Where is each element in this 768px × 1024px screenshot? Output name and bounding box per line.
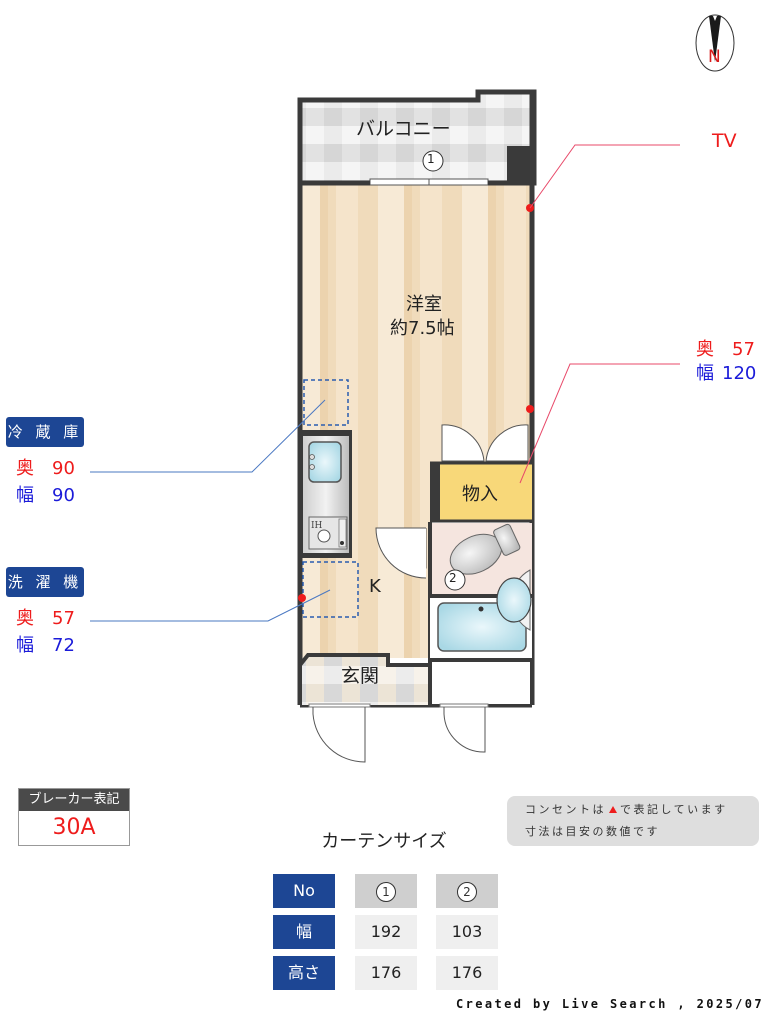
depth-value: 57 (52, 608, 75, 629)
entrance-label: 玄関 (341, 665, 380, 687)
width-label: 幅 (16, 485, 34, 506)
breaker-value: 30A (19, 811, 129, 845)
note-line1-after: で表記しています (620, 803, 728, 816)
column-1-no: 1 (355, 874, 417, 908)
depth-value: 57 (732, 339, 755, 360)
compass-north-label: N (708, 47, 721, 67)
curtain-title: カーテンサイズ (321, 831, 447, 852)
storage-closet (430, 424, 532, 523)
breaker-box: ブレーカー表記 30A (18, 788, 130, 846)
window-marker-2 (444, 569, 466, 591)
depth-label: 奥 (16, 608, 34, 629)
width-label: 幅 (696, 363, 714, 384)
storage-dimensions: 奥 57 幅 120 (696, 338, 756, 386)
storage-leader-line (519, 363, 680, 484)
bathroom (430, 569, 532, 660)
washer-leader-line (90, 589, 331, 622)
window-marker-2-label: 2 (449, 571, 457, 585)
outlet-icon (526, 405, 534, 413)
entrance (298, 653, 532, 705)
ih-stove-label: IH (311, 521, 323, 531)
western-room (300, 183, 532, 658)
washer-space (302, 561, 359, 618)
kitchen-counter (300, 430, 352, 558)
note-line1-before: コンセントは (525, 803, 606, 816)
depth-label: 奥 (16, 458, 34, 479)
column-2-width: 103 (436, 915, 498, 949)
depth-label: 奥 (696, 339, 714, 360)
washer-dimensions: 奥 57 幅 72 (16, 607, 75, 658)
header-height: 高さ (273, 956, 335, 990)
width-value: 72 (52, 635, 75, 656)
storage-label: 物入 (462, 484, 498, 505)
floor-plan: IH (90, 89, 680, 763)
front-doors (308, 702, 489, 763)
western-room-size: 約7.5帖 (390, 318, 455, 339)
refrigerator-dimensions: 奥 90 幅 90 (16, 457, 75, 508)
refrigerator-space (303, 379, 349, 426)
window-marker-1-label: 1 (427, 152, 435, 166)
column-1-height: 176 (355, 956, 417, 990)
fridge-leader-line (90, 399, 326, 473)
header-no: No (273, 874, 335, 908)
column-2-height: 176 (436, 956, 498, 990)
outlet-icon (298, 594, 306, 602)
washer-title: 洗 濯 機 (6, 567, 84, 597)
outlet-marker-icon (609, 806, 617, 813)
depth-value: 90 (52, 458, 75, 479)
column-2-no: 2 (436, 874, 498, 908)
western-room-name: 洋室 (406, 294, 442, 315)
kitchen-label: K (369, 576, 381, 597)
credit-text: Created by Live Search , 2025/07 (456, 997, 764, 1011)
north-compass: N (695, 14, 735, 72)
breaker-title: ブレーカー表記 (19, 789, 129, 811)
legend-note: コンセントは で表記しています 寸法は目安の数値です (507, 796, 759, 846)
header-width: 幅 (273, 915, 335, 949)
width-label: 幅 (16, 635, 34, 656)
width-value: 120 (722, 363, 757, 384)
note-line2: 寸法は目安の数値です (525, 825, 660, 838)
refrigerator-title: 冷 蔵 庫 (6, 417, 84, 447)
window-marker-1 (422, 150, 444, 172)
compass-icon (695, 14, 735, 72)
tv-leader-line (529, 144, 680, 209)
tv-label: TV (712, 130, 737, 152)
column-1-width: 192 (355, 915, 417, 949)
balcony-label: バルコニー (356, 118, 451, 140)
width-value: 90 (52, 485, 75, 506)
